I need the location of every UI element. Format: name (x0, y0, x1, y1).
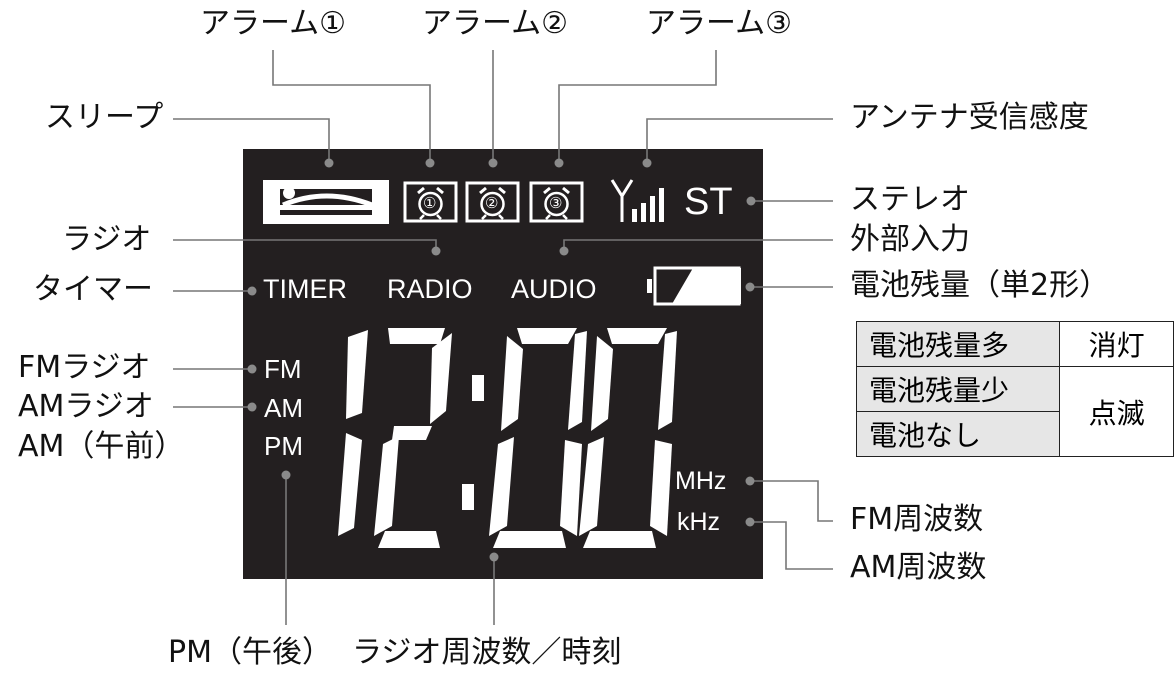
label-timer: タイマー (33, 272, 153, 307)
label-am-morning: AM（午前） (18, 429, 185, 464)
lcd-radio-indicator: RADIO (387, 274, 473, 304)
lcd-khz-indicator: kHz (677, 508, 721, 536)
alarm-clock-1-icon (403, 181, 458, 223)
alarm-clock-2-icon (465, 181, 520, 223)
lcd-timer-indicator: TIMER (263, 274, 347, 304)
lcd-stereo-indicator: ST (684, 181, 733, 223)
battery-level-cell: 電池残量少 (855, 366, 1061, 412)
alarm-clock-3-icon (529, 181, 584, 223)
lcd-pm-indicator: PM (264, 431, 303, 461)
label-battery-level: 電池残量（単2形） (850, 268, 1110, 303)
label-am-frequency: AM周波数 (850, 550, 987, 585)
alarm-number-2: ② (485, 195, 499, 212)
label-antenna-sensitivity: アンテナ受信感度 (850, 100, 1089, 135)
alarm-number-1: ① (423, 195, 437, 212)
lcd-mhz-indicator: MHz (675, 467, 727, 495)
label-radio: ラジオ (62, 222, 152, 257)
label-alarm-1: アラーム① (200, 6, 346, 41)
label-pm-afternoon: PM（午後） (168, 635, 332, 670)
battery-state-cell: 点滅 (1059, 366, 1174, 457)
alarm-number-3: ③ (549, 195, 563, 212)
table-row: 電池残量多 消灯 (855, 321, 1174, 367)
lcd-fm-indicator: FM (264, 354, 302, 384)
leader-dots (247, 158, 756, 562)
table-row: 電池なし (855, 411, 1174, 457)
table-row: 電池残量少 点滅 (855, 366, 1174, 457)
lcd-audio-indicator: AUDIO (511, 274, 597, 304)
seven-segment-time (338, 328, 677, 548)
battery-icon (647, 266, 741, 306)
label-sleep: スリープ (45, 100, 164, 135)
label-fm-radio: FMラジオ (18, 350, 151, 385)
battery-level-cell: 電池なし (855, 411, 1061, 457)
label-alarm-3: アラーム③ (646, 6, 792, 41)
label-stereo: ステレオ (850, 182, 970, 217)
label-fm-frequency: FM周波数 (850, 502, 984, 537)
battery-level-cell: 電池残量多 (855, 321, 1061, 367)
lcd-am-indicator: AM (264, 393, 303, 423)
antenna-signal-icon (610, 179, 664, 222)
battery-state-cell: 消灯 (1059, 321, 1174, 367)
label-external-input: 外部入力 (850, 222, 970, 257)
label-am-radio: AMラジオ (18, 389, 154, 424)
sleep-icon (263, 180, 389, 224)
label-frequency-time: ラジオ周波数／時刻 (352, 635, 622, 670)
battery-status-table: 電池残量多 消灯 電池残量少 点滅 電池なし (855, 321, 1174, 457)
label-alarm-2: アラーム② (422, 6, 568, 41)
